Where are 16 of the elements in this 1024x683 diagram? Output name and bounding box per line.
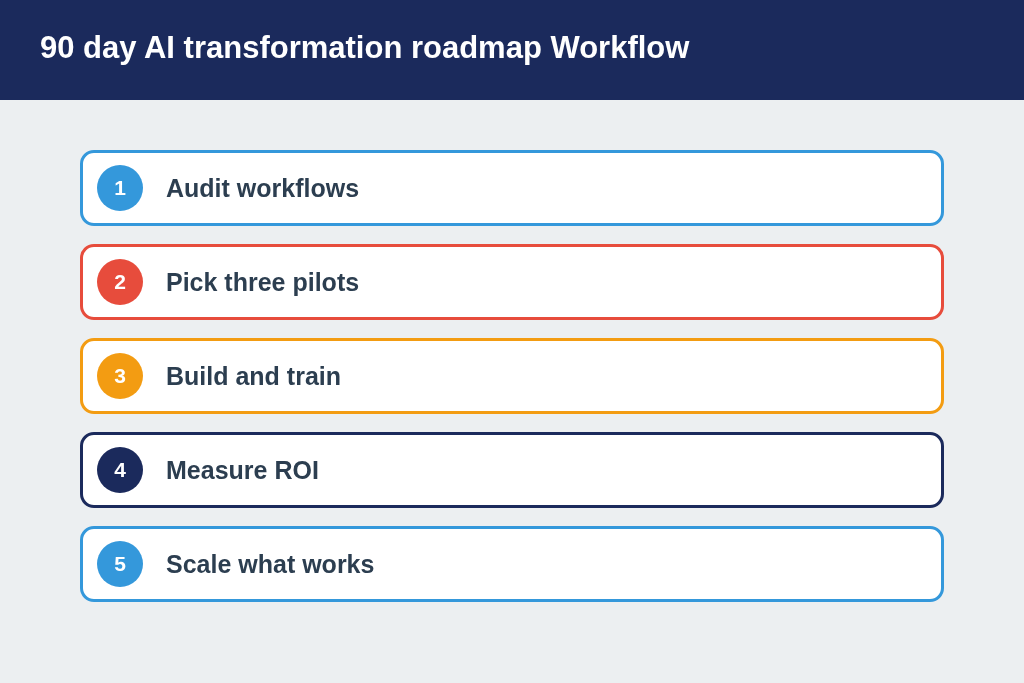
step-label: Build and train [166, 361, 341, 391]
step-number: 3 [97, 353, 143, 399]
step-number: 2 [97, 259, 143, 305]
step-number: 1 [97, 165, 143, 211]
step-label: Audit workflows [166, 173, 360, 203]
step-card [80, 244, 944, 320]
step-card [80, 432, 944, 508]
title: 90 day AI transformation roadmap Workflow [40, 30, 690, 66]
step-number: 5 [97, 541, 143, 587]
step-label: Scale what works [166, 549, 375, 579]
step-label: Measure ROI [166, 455, 319, 485]
step-label: Pick three pilots [166, 267, 360, 297]
step-card [80, 150, 944, 226]
step-number: 4 [97, 447, 143, 493]
step-card [80, 526, 944, 602]
step-card [80, 338, 944, 414]
